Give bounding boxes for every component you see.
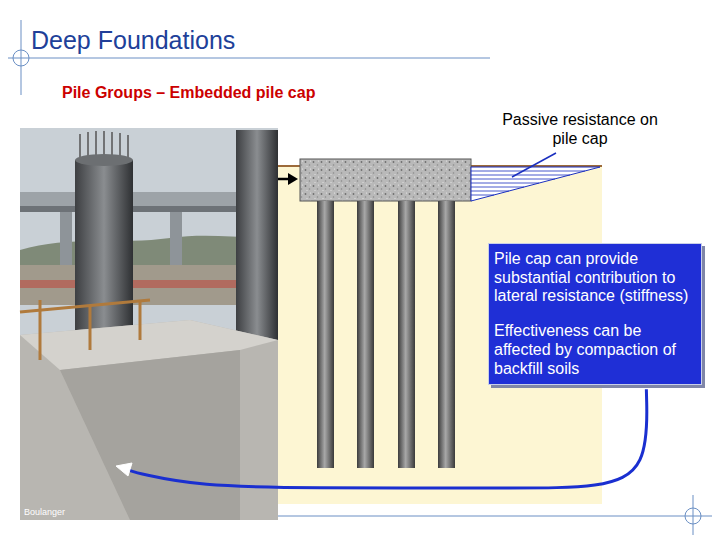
slide-title: Deep Foundations	[31, 26, 235, 55]
note-text: Pile cap can provide substantial contrib…	[494, 250, 696, 306]
callout-label: Passive resistance on pile cap	[492, 110, 668, 148]
photo-credit: Boulanger	[24, 507, 65, 518]
subtitle: Pile Groups – Embedded pile cap	[62, 83, 315, 102]
note-text: Effectiveness can be affected by compact…	[494, 322, 696, 378]
note-box: Pile cap can provide substantial contrib…	[488, 243, 702, 385]
leader-arrow	[128, 389, 647, 488]
slide-frame	[8, 20, 712, 535]
site-photo	[20, 128, 278, 520]
arrowhead	[116, 463, 132, 476]
